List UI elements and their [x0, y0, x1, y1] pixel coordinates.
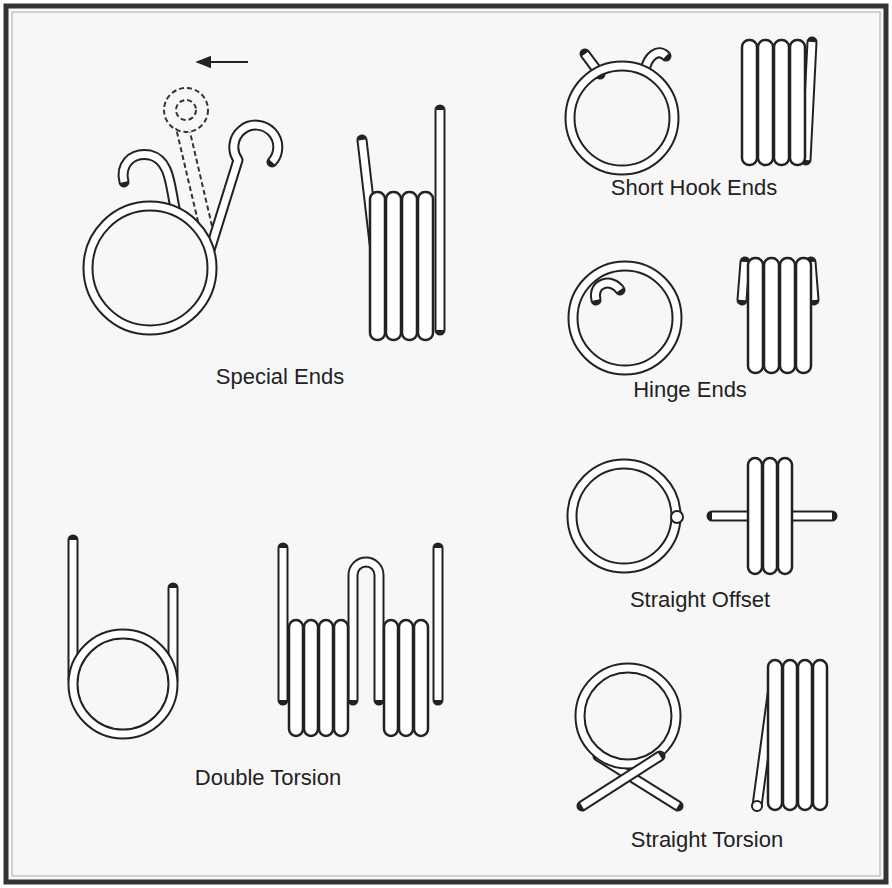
hinge-ends-front-part	[573, 266, 677, 370]
special-ends-front-part	[210, 125, 278, 250]
special-ends-side-part	[402, 192, 417, 340]
hinge-ends-side-part	[748, 258, 763, 373]
double-torsion-side-part	[278, 548, 289, 700]
straight-offset-side-part	[790, 513, 832, 520]
special-ends-side-part	[418, 192, 433, 340]
short-hook-side-part	[774, 40, 789, 165]
straight-offset-front-part	[671, 511, 683, 523]
straight-offset-side-part	[763, 458, 777, 574]
frame-part	[12, 12, 880, 876]
straight-torsion-front-part	[580, 668, 676, 764]
straight-offset-front-part	[572, 464, 676, 568]
hinge-ends-side-part	[780, 258, 795, 373]
double-torsion-front-part	[73, 634, 173, 734]
special-ends-front-part	[176, 100, 196, 120]
hinge-ends-side-part	[796, 258, 811, 373]
double-torsion-side	[283, 548, 438, 736]
straight-torsion-side-part	[752, 801, 762, 811]
straight-offset-side-part	[778, 458, 792, 574]
double-torsion-front-part	[73, 634, 173, 734]
hinge-ends-side-part	[742, 262, 745, 300]
frame	[6, 6, 886, 882]
figure-caption: Straight Torsion	[631, 828, 783, 852]
hinge-ends-side	[742, 258, 814, 373]
straight-offset-side-part	[748, 458, 762, 574]
special-ends-front-part	[190, 132, 212, 226]
double-torsion-side-part	[384, 620, 398, 736]
figure-caption: Short Hook Ends	[611, 176, 777, 200]
figure-caption: Straight Offset	[630, 588, 770, 612]
figure-caption: Hinge Ends	[633, 378, 747, 402]
short-hook-side-part	[806, 42, 812, 160]
short-hook-side-part	[790, 40, 805, 165]
double-torsion-side-part	[353, 562, 379, 700]
special-ends-front-part	[88, 206, 212, 330]
short-hook-side-part	[758, 40, 773, 165]
short-hook-front-part	[570, 66, 674, 170]
special-ends-front-part	[123, 155, 175, 208]
special-ends-front-part	[210, 125, 278, 250]
double-torsion-side-part	[289, 620, 303, 736]
double-torsion-side-part	[334, 620, 348, 736]
special-ends-front-part	[164, 88, 208, 132]
straight-offset-front-part	[572, 464, 676, 568]
special-ends-side-part	[437, 110, 444, 330]
special-ends-front	[88, 62, 278, 330]
straight-torsion-side-part	[813, 660, 827, 810]
double-torsion-side-part	[280, 548, 287, 700]
special-ends-side-part	[435, 110, 446, 330]
hinge-ends-front-part	[595, 283, 620, 300]
straight-offset-side-part	[790, 511, 832, 522]
frame-part	[6, 6, 886, 882]
straight-torsion-front	[580, 668, 678, 806]
double-torsion-side-part	[353, 562, 379, 700]
straight-torsion-front-part	[580, 668, 676, 764]
hinge-ends-front-part	[573, 266, 677, 370]
special-ends-side	[362, 110, 440, 340]
double-torsion-side-part	[435, 548, 442, 700]
hinge-ends-front-part	[595, 283, 620, 300]
double-torsion-side-part	[304, 620, 318, 736]
hinge-ends-front	[573, 266, 677, 370]
special-ends-side-part	[386, 192, 401, 340]
double-torsion-side-part	[399, 620, 413, 736]
special-ends-side-part	[370, 192, 385, 340]
double-torsion-side-part	[319, 620, 333, 736]
hinge-ends-side-part	[742, 262, 745, 300]
double-torsion-front	[73, 540, 173, 734]
short-hook-front	[570, 53, 674, 170]
figure-caption: Special Ends	[216, 365, 344, 389]
straight-offset-side	[712, 458, 832, 574]
hinge-ends-side-part	[764, 258, 779, 373]
double-torsion-side-part	[414, 620, 428, 736]
short-hook-side-part	[742, 40, 757, 165]
double-torsion-side-part	[433, 548, 444, 700]
short-hook-side	[742, 40, 812, 165]
special-ends-front-part	[88, 206, 212, 330]
short-hook-front-part	[570, 66, 674, 170]
straight-torsion-front-part	[582, 756, 660, 806]
figure-caption: Double Torsion	[195, 766, 341, 790]
short-hook-side-part	[806, 42, 812, 160]
special-ends-front-part	[197, 61, 248, 63]
straight-torsion-side	[752, 660, 827, 811]
special-ends-front-part	[123, 155, 175, 208]
straight-offset-front	[572, 464, 683, 568]
straight-torsion-side-part	[768, 660, 782, 810]
straight-torsion-side-part	[798, 660, 812, 810]
straight-torsion-side-part	[783, 660, 797, 810]
straight-torsion-front-part	[582, 756, 660, 806]
